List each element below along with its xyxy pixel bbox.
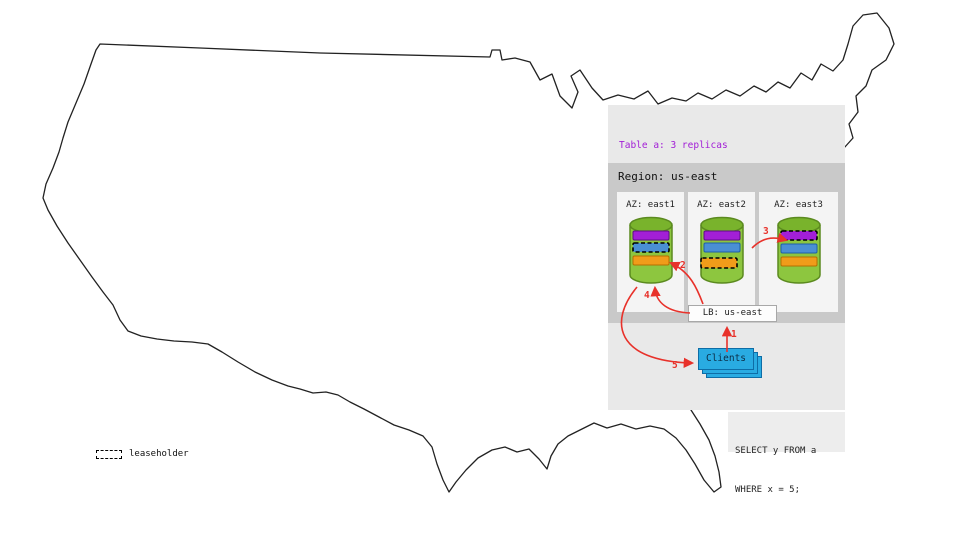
leaseholder-swatch-icon <box>96 449 122 459</box>
az-east3-label: AZ: east3 <box>774 200 823 210</box>
table-a-replica <box>703 230 740 241</box>
table-b-replica <box>780 256 817 267</box>
az-east2-label: AZ: east2 <box>697 200 746 210</box>
index-a-replica <box>780 243 817 254</box>
region-box: Region: us-east AZ: east1 AZ: east2 <box>608 163 845 323</box>
step-label-1: 1 <box>731 329 737 340</box>
step-label-3: 3 <box>763 226 769 237</box>
topology-panel: Table a: 3 replicas Index a: 3 replicas … <box>608 105 845 410</box>
clients-box: Clients <box>698 348 754 370</box>
table-b-leaseholder <box>699 257 738 269</box>
sql-line-2: WHERE x = 5; <box>735 485 801 495</box>
az-east2: AZ: east2 <box>688 192 755 312</box>
load-balancer-box: LB: us-east <box>688 305 777 322</box>
step-label-2: 2 <box>680 260 686 271</box>
database-cylinder-east3 <box>776 216 821 284</box>
table-a-replica <box>632 230 669 241</box>
database-cylinder-east1 <box>628 216 673 284</box>
az-east1: AZ: east1 <box>617 192 684 312</box>
table-b-replica <box>632 255 669 266</box>
leaseholder-key: leaseholder <box>96 449 189 459</box>
step-label-5: 5 <box>672 360 678 371</box>
table-a-leaseholder <box>779 230 818 241</box>
clients-stack: Clients <box>698 348 766 382</box>
region-title: Region: us-east <box>618 170 718 183</box>
sql-line-1: SELECT y FROM a <box>735 446 817 456</box>
leaseholder-key-label: leaseholder <box>129 449 189 459</box>
sql-query-box: SELECT y FROM a WHERE x = 5; <box>728 412 845 495</box>
index-a-replica <box>703 242 740 253</box>
index-a-leaseholder <box>631 242 670 253</box>
az-east1-label: AZ: east1 <box>626 200 675 210</box>
az-east3: AZ: east3 <box>759 192 838 312</box>
step-label-4: 4 <box>644 290 650 301</box>
legend-table-a: Table a: 3 replicas <box>619 140 728 151</box>
database-cylinder-east2 <box>699 216 744 284</box>
